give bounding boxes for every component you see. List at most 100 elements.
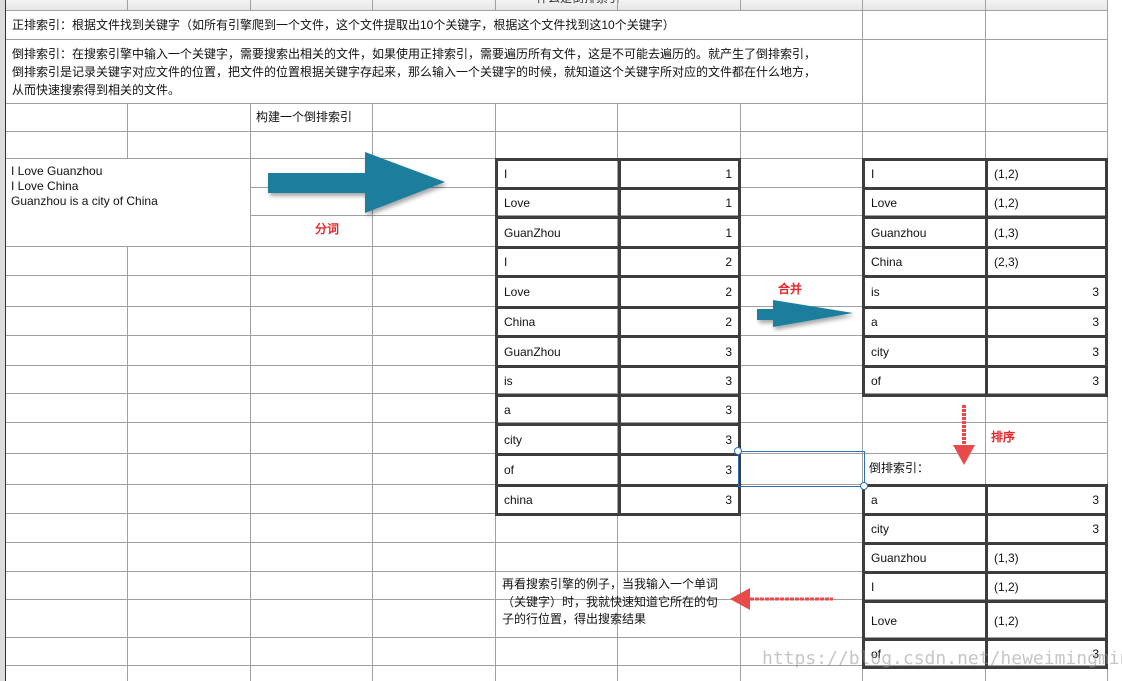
doc-cell[interactable]: 3 (618, 335, 741, 368)
word-cell[interactable]: Love (495, 275, 621, 309)
tokenize-label: 分词 (315, 222, 340, 236)
doc-cell[interactable]: 3 (618, 484, 741, 516)
doc-cell[interactable]: (1,3) (985, 216, 1108, 249)
sort-label: 排序 (991, 430, 1016, 444)
word-cell[interactable]: Guanzhou (862, 542, 988, 574)
selection-handle-bottom-right[interactable] (860, 482, 868, 490)
doc-cell[interactable]: 3 (985, 335, 1108, 368)
grid-column-line (372, 0, 373, 681)
watermark: https://blog.csdn.net/heweimingming (762, 648, 1122, 669)
word-cell[interactable]: city (862, 513, 988, 545)
doc-cell[interactable]: 2 (618, 246, 741, 278)
doc-cell[interactable]: 3 (985, 306, 1108, 338)
word-cell[interactable]: China (862, 246, 988, 278)
doc-cell[interactable]: 1 (618, 216, 741, 249)
grid-column-line (250, 0, 251, 681)
doc-cell[interactable]: 1 (618, 158, 741, 190)
word-cell[interactable]: I (495, 158, 621, 190)
word-cell[interactable]: a (862, 484, 988, 516)
note-line-3: 子的行位置，得出搜索结果 (502, 612, 647, 626)
doc-cell[interactable]: 3 (618, 423, 741, 456)
doc-cell[interactable]: 3 (985, 275, 1108, 309)
word-cell[interactable]: city (862, 335, 988, 368)
doc-cell[interactable]: 3 (985, 638, 1108, 669)
word-cell[interactable]: a (495, 394, 621, 426)
word-cell[interactable]: Love (862, 600, 988, 641)
doc-cell[interactable]: 3 (985, 513, 1108, 545)
word-cell[interactable]: is (495, 365, 621, 397)
doc-cell[interactable]: 1 (618, 187, 741, 219)
word-cell[interactable]: Guanzhou (862, 216, 988, 249)
grid-column-line (127, 0, 128, 681)
big-right-arrow-icon (268, 152, 445, 213)
doc-cell[interactable]: (1,2) (985, 158, 1108, 190)
word-cell[interactable]: Love (495, 187, 621, 219)
word-cell[interactable]: I (862, 571, 988, 603)
merged-cell[interactable] (6, 11, 862, 39)
doc-cell[interactable]: 2 (618, 306, 741, 338)
word-cell[interactable]: GuanZhou (495, 216, 621, 249)
doc-cell[interactable]: (1,2) (985, 600, 1108, 641)
doc-cell[interactable]: (1,2) (985, 187, 1108, 219)
doc-cell[interactable]: 3 (618, 394, 741, 426)
table-row: Love(1,2) (862, 600, 1108, 641)
word-cell[interactable]: china (495, 484, 621, 516)
table-row: Guanzhou(1,3) (862, 216, 1108, 249)
grid-row-line (6, 158, 1108, 159)
doc-cell[interactable]: 3 (618, 365, 741, 397)
selected-cell[interactable] (738, 451, 865, 487)
doc-cell[interactable]: 3 (985, 365, 1108, 397)
left-arrow-icon (730, 588, 833, 610)
doc-cell[interactable]: (2,3) (985, 246, 1108, 278)
grid-row-line (6, 665, 1108, 666)
grid-row-line (6, 103, 1108, 104)
word-cell[interactable]: a (862, 306, 988, 338)
word-cell[interactable]: I (862, 158, 988, 190)
selection-handle-top-left[interactable] (734, 447, 742, 455)
doc-cell[interactable]: 3 (985, 484, 1108, 516)
grid-row-line (6, 542, 1108, 543)
table-row: Guanzhou(1,3) (862, 542, 1108, 574)
word-cell[interactable]: I (495, 246, 621, 278)
word-cell[interactable]: of (862, 365, 988, 397)
table-row: Love(1,2) (862, 187, 1108, 219)
doc-cell[interactable]: 2 (618, 275, 741, 309)
merged-cell[interactable] (6, 159, 250, 246)
word-cell[interactable]: of (862, 638, 988, 669)
grid-row-line (6, 571, 1108, 572)
grid-row-line (6, 599, 1108, 600)
word-cell[interactable]: Love (862, 187, 988, 219)
forward-index-description: 正排索引：根据文件找到关键字（如所有引擎爬到一个文件，这个文件提取出10个关键字… (12, 18, 675, 32)
word-cell[interactable]: of (495, 453, 621, 487)
word-cell[interactable]: China (495, 306, 621, 338)
table-row: I(1,2) (862, 158, 1108, 190)
doc-cell[interactable]: (1,3) (985, 542, 1108, 574)
word-cell[interactable]: is (862, 275, 988, 309)
grid-row-line (6, 637, 1108, 638)
sheet-title: 什么是倒排索引 (536, 0, 620, 6)
grid-row-line (6, 10, 1108, 11)
sentence-3: Guanzhou is a city of China (11, 194, 158, 208)
build-index-label: 构建一个倒排索引 (256, 110, 353, 124)
doc-cell[interactable]: (1,2) (985, 571, 1108, 603)
word-cell[interactable]: city (495, 423, 621, 456)
word-cell[interactable]: GuanZhou (495, 335, 621, 368)
sentence-1: I Love Guanzhou (11, 164, 103, 178)
merged-cell[interactable] (6, 40, 862, 103)
grid-column-line (862, 0, 863, 681)
merge-label: 合并 (778, 282, 803, 296)
